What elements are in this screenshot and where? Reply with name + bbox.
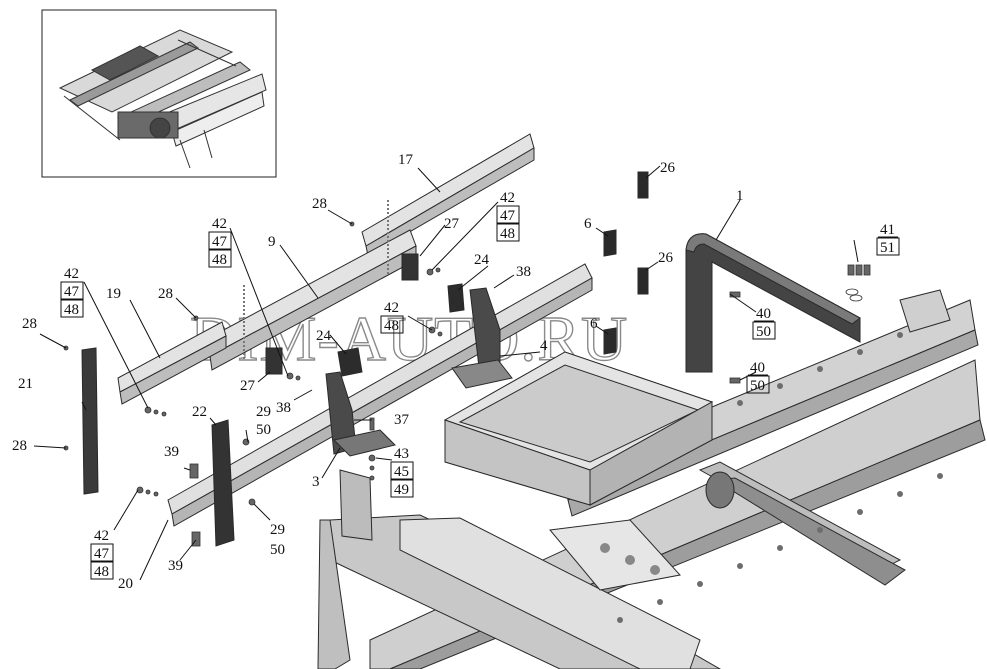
callout-29-upper: 29 <box>256 404 271 420</box>
bolt-39-upper <box>189 463 199 479</box>
callout-g4-0: 42 <box>94 528 109 544</box>
callout-g3-2: 48 <box>500 226 515 242</box>
part-22-bracket <box>211 419 235 547</box>
callout-26-lower: 26 <box>658 250 674 266</box>
callout-6-lower: 6 <box>590 316 598 332</box>
callout-43: 43 <box>394 446 409 462</box>
callout-g5-1: 48 <box>384 318 399 334</box>
callout-group-41-51: 41 51 <box>876 222 900 256</box>
callout-28-left: 28 <box>22 316 37 332</box>
callout-g2-2: 48 <box>212 252 227 268</box>
callout-group-42-47-48-bottom: 42 47 48 <box>90 528 114 580</box>
callout-39-lower: 39 <box>168 558 183 574</box>
callout-40-upper: 40 <box>756 306 771 322</box>
callout-24-lower: 24 <box>316 328 332 344</box>
callout-labels: 1 3 4 6 6 9 17 19 20 21 22 24 24 26 26 2… <box>12 152 900 592</box>
callout-28-bottom: 28 <box>12 438 27 454</box>
callout-g2-1: 47 <box>212 234 228 250</box>
bolt-37 <box>369 417 375 431</box>
tray-box <box>443 351 714 506</box>
callout-28-mid: 28 <box>158 286 173 302</box>
part-21-bracket <box>81 347 99 495</box>
part-26-pad-upper <box>637 171 649 199</box>
callout-g4-1: 47 <box>94 546 110 562</box>
callout-g4-2: 48 <box>94 564 109 580</box>
callout-group-42-48-middle: 42 48 <box>380 300 404 334</box>
inset-chassis-drawing <box>58 29 267 169</box>
callout-26-upper: 26 <box>660 160 676 176</box>
callout-49: 49 <box>394 482 409 498</box>
part-6-pad-upper <box>603 229 617 257</box>
part-1-ubracket <box>685 233 861 373</box>
part-19-rail <box>117 321 227 405</box>
callout-22: 22 <box>192 404 207 420</box>
overview-inset <box>41 9 277 178</box>
callout-50-upper: 50 <box>256 422 271 438</box>
callout-19: 19 <box>106 286 121 302</box>
part-27-block-upper <box>401 253 419 281</box>
part-6-pad-lower <box>603 327 617 355</box>
callout-39-upper: 39 <box>164 444 179 460</box>
rail-holes <box>617 332 943 623</box>
part-4-bracket <box>469 287 501 377</box>
callout-50-box-upper: 50 <box>756 324 771 340</box>
callout-g2-0: 42 <box>212 216 227 232</box>
callout-38-lower: 38 <box>276 400 291 416</box>
callout-50-box-lower: 50 <box>750 378 765 394</box>
callout-g1-2: 48 <box>64 302 79 318</box>
callout-51: 51 <box>880 240 895 256</box>
callout-group-43-45-49: 43 45 49 <box>390 446 414 498</box>
callout-29-lower: 29 <box>270 522 285 538</box>
callout-20: 20 <box>118 576 133 592</box>
part-27-block-lower <box>265 347 283 375</box>
callout-27-lower: 27 <box>240 378 256 394</box>
callout-1: 1 <box>736 188 744 204</box>
callout-27-upper: 27 <box>444 216 460 232</box>
callout-group-40-50-upper: 40 50 <box>752 306 776 340</box>
callout-g1-1: 47 <box>64 284 80 300</box>
callout-41: 41 <box>880 222 895 238</box>
callout-37: 37 <box>394 412 410 428</box>
callout-group-42-47-48-left: 42 47 48 <box>60 266 84 318</box>
callout-21: 21 <box>18 376 33 392</box>
callout-group-42-47-48-center: 42 47 48 <box>208 216 232 268</box>
callout-9: 9 <box>268 234 276 250</box>
leader-lines <box>33 165 859 581</box>
callout-group-42-47-48-top: 42 47 48 <box>496 190 520 242</box>
part-26-pad-lower <box>637 267 649 295</box>
callout-4: 4 <box>540 338 548 354</box>
fasteners <box>63 221 871 547</box>
callout-6-upper: 6 <box>584 216 592 232</box>
callout-g3-0: 42 <box>500 190 515 206</box>
callout-45: 45 <box>394 464 409 480</box>
callout-g3-1: 47 <box>500 208 516 224</box>
part-3-bracket <box>325 371 357 455</box>
bolt-39-lower <box>191 531 201 547</box>
callout-38-upper: 38 <box>516 264 531 280</box>
part-24-block-lower <box>337 347 363 377</box>
callout-50-lower: 50 <box>270 542 285 558</box>
part-24-block-upper <box>447 283 465 313</box>
chassis-frame <box>317 289 986 669</box>
callout-3: 3 <box>312 474 320 490</box>
callout-group-40-50-lower: 40 50 <box>746 360 770 394</box>
callout-28-top: 28 <box>312 196 327 212</box>
callout-17: 17 <box>398 152 414 168</box>
callout-g1-0: 42 <box>64 266 79 282</box>
callout-24-upper: 24 <box>474 252 490 268</box>
callout-g5-0: 42 <box>384 300 399 316</box>
callout-40-lower: 40 <box>750 360 765 376</box>
